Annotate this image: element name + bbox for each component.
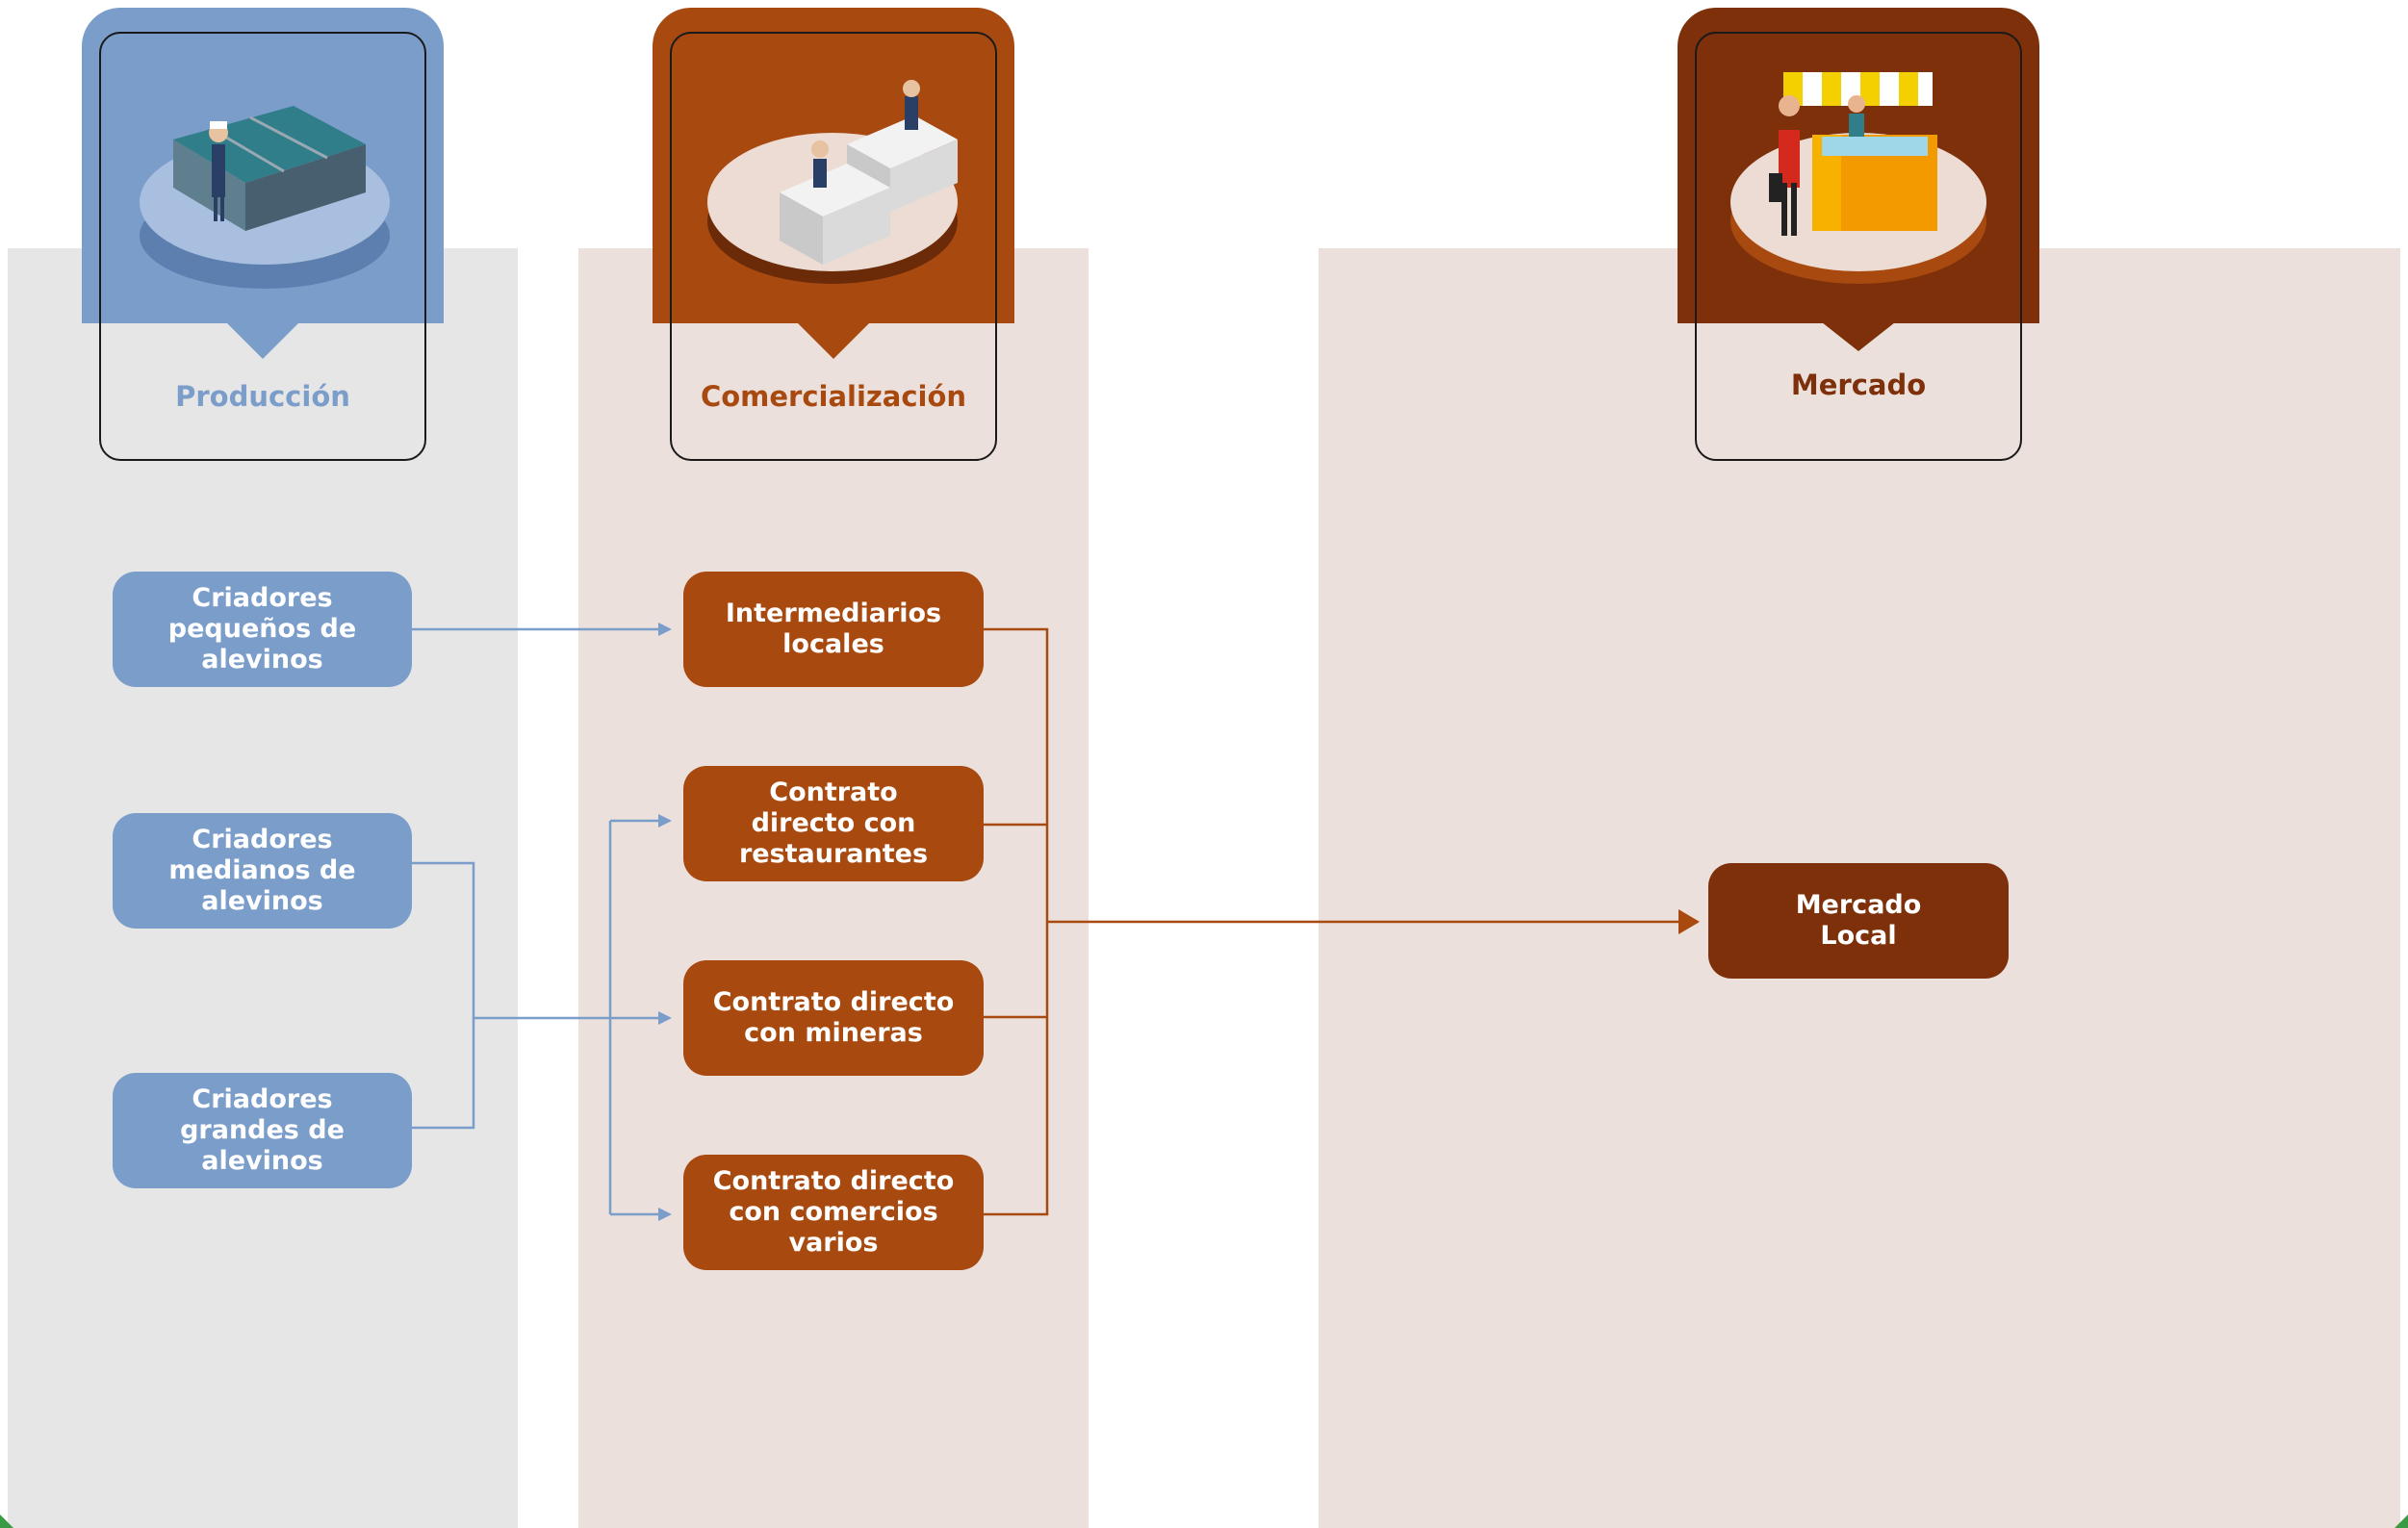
header-commercialization-title: Comercialización — [700, 380, 967, 413]
corner-accent-left — [0, 1515, 13, 1528]
node-small-breeders-label: Criadores pequeños de alevinos — [167, 583, 357, 675]
header-commercialization-pointer — [797, 322, 870, 359]
lane-commercialization — [578, 248, 1089, 1528]
header-market-pointer — [1822, 322, 1895, 351]
header-market-frame — [1695, 32, 2022, 461]
header-production-pointer — [226, 322, 299, 359]
node-local-market-label: Mercado Local — [1795, 890, 1922, 951]
node-local-intermediaries: Intermediarios locales — [683, 572, 984, 687]
header-production-frame — [99, 32, 426, 461]
node-shop-contracts-label: Contrato directo con comercios varios — [712, 1166, 955, 1258]
node-shop-contracts: Contrato directo con comercios varios — [683, 1155, 984, 1270]
node-mining-contracts-label: Contrato directo con mineras — [712, 987, 955, 1048]
node-local-intermediaries-label: Intermediarios locales — [725, 598, 942, 659]
fish-processing-tables-icon — [707, 80, 958, 284]
node-medium-breeders: Criadores medianos de alevinos — [113, 813, 412, 929]
connector-medium-to-bus — [412, 861, 475, 1130]
node-mining-contracts: Contrato directo con mineras — [683, 960, 984, 1076]
node-small-breeders: Criadores pequeños de alevinos — [113, 572, 412, 687]
node-large-breeders: Criadores grandes de alevinos — [113, 1073, 412, 1188]
header-commercialization-frame — [670, 32, 997, 461]
header-production-title: Producción — [175, 380, 350, 413]
node-restaurant-contracts: Contrato directo con restaurantes — [683, 766, 984, 881]
market-stall-icon — [1730, 72, 1986, 284]
connector-channels-bus — [984, 627, 1049, 1216]
header-market-title: Mercado — [1790, 369, 1927, 401]
node-large-breeders-label: Criadores grandes de alevinos — [180, 1084, 345, 1176]
fish-farming-tanks-icon — [140, 106, 390, 289]
node-medium-breeders-label: Criadores medianos de alevinos — [168, 825, 356, 916]
corner-accent-right — [2395, 1515, 2408, 1528]
node-restaurant-contracts-label: Contrato directo con restaurantes — [738, 777, 929, 869]
node-local-market: Mercado Local — [1708, 863, 2009, 979]
